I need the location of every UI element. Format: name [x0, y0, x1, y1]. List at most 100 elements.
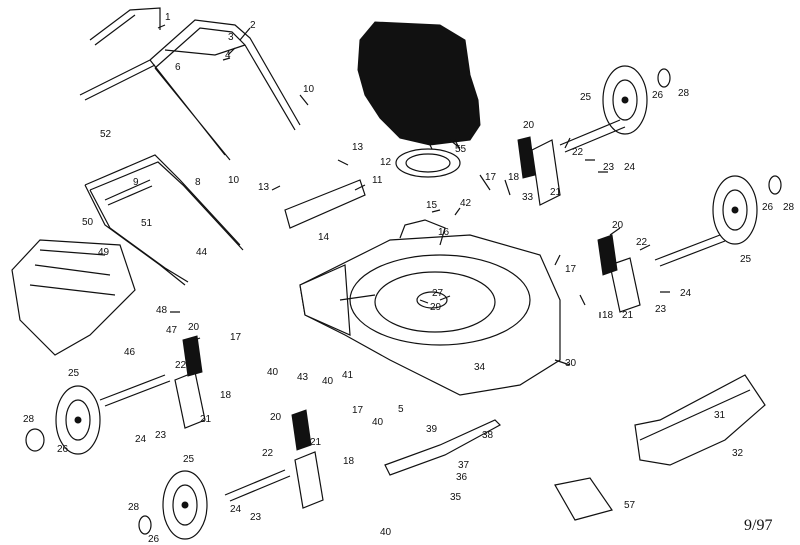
part-number-label: 21	[550, 187, 562, 198]
lower-handle	[84, 154, 244, 286]
part-number-label: 40	[322, 376, 334, 387]
part-number-label: 23	[155, 430, 167, 441]
part-number-label: 18	[602, 310, 614, 321]
part-number-label: 43	[297, 372, 309, 383]
part-number-label: 39	[426, 424, 438, 435]
part-number-label: 33	[522, 192, 534, 203]
date-code: 9/97	[744, 517, 772, 534]
part-number-label: 4	[225, 50, 231, 61]
part-number-label: 26	[57, 444, 69, 455]
part-number-label: 2	[250, 20, 256, 31]
part-number-label: 25	[183, 454, 195, 465]
part-number-label: 26	[652, 90, 664, 101]
part-number-label: 11	[372, 175, 383, 186]
part-number-label: 22	[262, 448, 274, 459]
part-number-label: 28	[128, 502, 140, 513]
part-number-label: 24	[624, 162, 636, 173]
part-number-label: 28	[678, 88, 690, 99]
part-number-label: 44	[196, 247, 208, 258]
part-number-label: 26	[762, 202, 774, 213]
part-number-label: 13	[352, 142, 364, 153]
part-number-label: 40	[267, 367, 279, 378]
part-number-label: 41	[342, 370, 354, 381]
part-number-label: 25	[68, 368, 80, 379]
part-number-label: 46	[124, 347, 136, 358]
part-number-label: 24	[230, 504, 242, 515]
part-number-label: 6	[175, 62, 181, 73]
part-number-label: 36	[456, 472, 468, 483]
part-number-label: 32	[732, 448, 744, 459]
part-number-label: 20	[188, 322, 200, 333]
part-number-label: 25	[740, 254, 752, 265]
part-number-label: 42	[460, 198, 472, 209]
part-number-label: 35	[450, 492, 462, 503]
part-number-label: 27	[432, 288, 444, 299]
part-number-label: 18	[508, 172, 520, 183]
part-number-label: 38	[482, 430, 494, 441]
part-number-label: 13	[258, 182, 270, 193]
part-number-label: 17	[485, 172, 497, 183]
part-number-label: 17	[565, 264, 577, 275]
part-number-label: 37	[458, 460, 470, 471]
part-number-label: 25	[580, 92, 592, 103]
part-number-label: 15	[426, 200, 438, 211]
right-brackets	[517, 119, 726, 313]
part-number-label: 22	[572, 147, 584, 158]
part-number-label: 47	[166, 325, 178, 336]
wheel-lower-left	[162, 470, 208, 540]
part-number-label: 20	[523, 120, 535, 131]
rear-baffle	[634, 374, 766, 466]
part-number-label: 40	[372, 417, 384, 428]
part-number-label: 20	[270, 412, 282, 423]
part-number-label: 16	[438, 227, 450, 238]
part-number-label: 26	[148, 534, 160, 545]
left-brackets	[99, 335, 324, 509]
part-number-label: 28	[783, 202, 795, 213]
part-number-label: 30	[565, 358, 577, 369]
part-number-label: 48	[156, 305, 168, 316]
part-number-label: 1	[165, 12, 171, 23]
part-number-label: 10	[303, 84, 315, 95]
wheel-upper-right	[602, 65, 648, 135]
part-number-label: 23	[603, 162, 615, 173]
engine	[357, 21, 481, 156]
part-number-label: 23	[655, 304, 667, 315]
part-number-label: 10	[228, 175, 240, 186]
part-number-label: 52	[100, 129, 112, 140]
part-number-label: 12	[380, 157, 392, 168]
leader-lines	[157, 24, 670, 366]
part-number-label: 21	[200, 414, 212, 425]
part-number-label: 3	[228, 32, 234, 43]
part-number-label: 8	[195, 177, 201, 188]
wheel-left	[55, 385, 101, 455]
part-number-label: 20	[612, 220, 624, 231]
part-number-label: 17	[352, 405, 364, 416]
part-number-label: 22	[636, 237, 648, 248]
part-number-label: 23	[250, 512, 262, 523]
part-number-label: 9	[133, 177, 139, 188]
part-number-label: 22	[175, 360, 187, 371]
grass-bag	[11, 239, 136, 356]
blade	[384, 419, 501, 476]
hubcaps	[25, 68, 782, 535]
part-number-label: 29	[430, 302, 442, 313]
part-number-label: 14	[318, 232, 330, 243]
side-guard	[554, 477, 613, 521]
wheel-right	[712, 175, 758, 245]
part-number-label: 28	[23, 414, 35, 425]
part-number-label: 51	[141, 218, 153, 229]
part-number-label: 24	[135, 434, 147, 445]
ring-12	[395, 148, 461, 178]
part-number-label: 40	[380, 527, 392, 538]
part-number-label: 57	[624, 500, 636, 511]
part-number-label: 21	[310, 437, 322, 448]
part-number-label: 34	[474, 362, 486, 373]
part-number-label: 18	[343, 456, 355, 467]
part-number-label: 24	[680, 288, 692, 299]
flap-11	[284, 179, 366, 229]
part-number-label: 5	[398, 404, 404, 415]
upper-handle	[79, 7, 301, 161]
